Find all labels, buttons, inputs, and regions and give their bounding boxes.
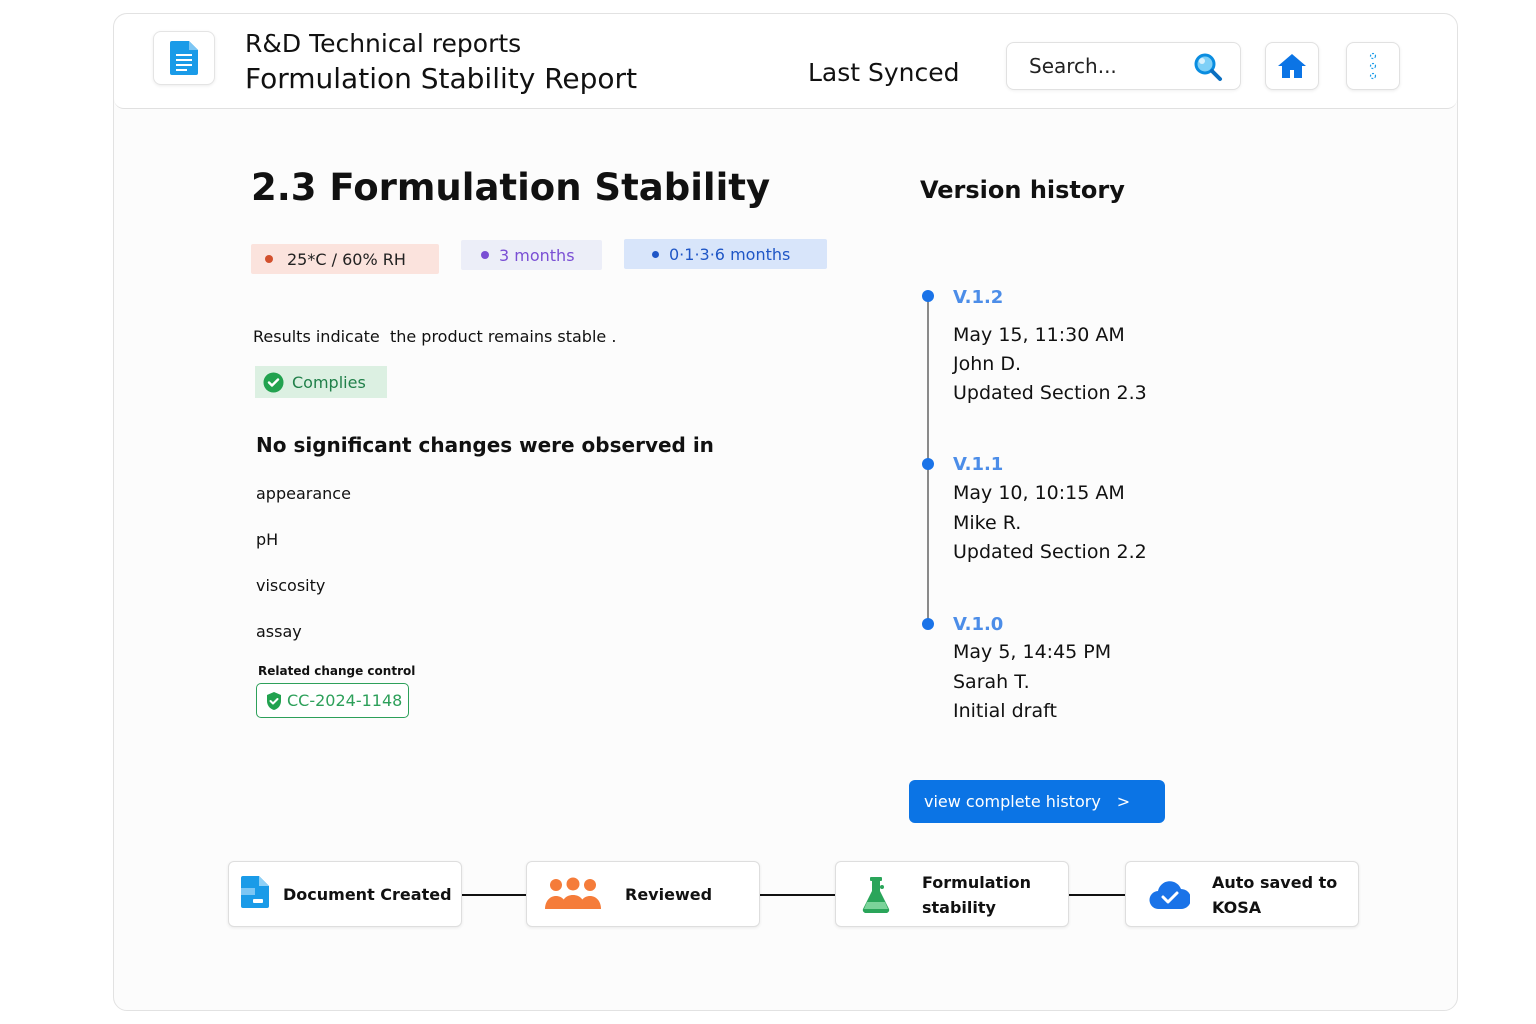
version-note: Updated Section 2.2 xyxy=(953,541,1147,563)
workflow-step-label: Auto saved to KOSA xyxy=(1212,873,1338,917)
observation-item: viscosity xyxy=(256,576,326,595)
observation-item: appearance xyxy=(256,484,351,503)
chip-label: 3 months xyxy=(499,245,575,265)
results-text: Results indicate the product remains sta… xyxy=(253,327,617,346)
report-category: R&D Technical reports xyxy=(245,29,522,58)
shield-check-icon xyxy=(267,691,281,710)
document-icon xyxy=(241,876,269,908)
report-title: Formulation Stability Report xyxy=(245,62,638,95)
version-date: May 10, 10:15 AM xyxy=(953,482,1125,504)
version-label[interactable]: V.1.0 xyxy=(953,614,1004,635)
version-date: May 5, 14:45 PM xyxy=(953,641,1112,663)
chevron-right-icon: > xyxy=(1116,792,1131,811)
status-dot xyxy=(481,251,489,259)
change-control-label: Related change control xyxy=(258,664,416,678)
version-history-title: Version history xyxy=(920,176,1125,204)
schedule-chip: 0·1·3·6 months xyxy=(624,239,827,269)
workflow-step-label: Document Created xyxy=(283,885,452,904)
workflow-step-formulation-stability[interactable]: Formulation stability xyxy=(835,861,1069,927)
observations-heading: No significant changes were observed in xyxy=(256,433,714,457)
home-icon xyxy=(1278,54,1306,78)
duration-chip: 3 months xyxy=(461,240,602,270)
version-author: Sarah T. xyxy=(953,671,1030,693)
chip-label: 0·1·3·6 months xyxy=(669,244,791,264)
version-date: May 15, 11:30 AM xyxy=(953,324,1125,346)
timeline-dot xyxy=(922,618,934,630)
version-label[interactable]: V.1.1 xyxy=(953,454,1004,475)
more-options-button[interactable] xyxy=(1346,42,1400,90)
status-dot xyxy=(652,250,659,258)
version-label[interactable]: V.1.2 xyxy=(953,287,1004,308)
chip-label: 25*C / 60% RH xyxy=(287,249,406,269)
version-note: Initial draft xyxy=(953,700,1057,722)
header-bar: R&D Technical reports Formulation Stabil… xyxy=(114,14,1457,109)
observation-item: pH xyxy=(256,530,279,549)
condition-chip: 25*C / 60% RH xyxy=(251,244,439,274)
workflow-step-label: Reviewed xyxy=(625,885,713,904)
workflow-connector xyxy=(1069,894,1126,896)
people-icon xyxy=(545,877,601,909)
timeline-dot xyxy=(922,458,934,470)
flask-icon xyxy=(862,877,890,914)
observation-item: assay xyxy=(256,622,302,641)
search-box[interactable] xyxy=(1006,42,1241,90)
version-author: John D. xyxy=(953,353,1022,375)
more-options-icon xyxy=(1369,52,1377,80)
workflow-step-document-created[interactable]: Document Created xyxy=(228,861,462,927)
timeline-dot xyxy=(922,290,934,302)
workflow-step-label: Formulation stability xyxy=(922,873,1032,917)
complies-badge: Complies xyxy=(255,366,387,398)
version-note: Updated Section 2.3 xyxy=(953,382,1147,404)
status-dot xyxy=(265,255,273,263)
workflow-connector xyxy=(760,894,836,896)
search-input[interactable] xyxy=(1007,43,1187,89)
change-control-id: CC-2024-1148 xyxy=(287,691,403,710)
workflow-step-reviewed[interactable]: Reviewed xyxy=(526,861,760,927)
check-circle-icon xyxy=(263,372,284,392)
change-control-link[interactable]: CC-2024-1148 xyxy=(256,683,409,718)
workflow-step-auto-saved[interactable]: Auto saved to KOSA xyxy=(1125,861,1359,927)
view-history-button[interactable]: view complete history > xyxy=(909,780,1165,823)
complies-label: Complies xyxy=(292,372,366,392)
version-author: Mike R. xyxy=(953,512,1022,534)
home-button[interactable] xyxy=(1265,42,1319,90)
cloud-check-icon xyxy=(1149,881,1190,910)
report-window: R&D Technical reports Formulation Stabil… xyxy=(113,13,1458,1011)
section-title: 2.3 Formulation Stability xyxy=(251,166,771,209)
view-history-label: view complete history xyxy=(924,792,1101,811)
sync-status: Last Synced xyxy=(808,58,960,87)
search-icon[interactable] xyxy=(1193,52,1223,82)
document-icon[interactable] xyxy=(153,31,215,85)
workflow-connector xyxy=(462,894,526,896)
